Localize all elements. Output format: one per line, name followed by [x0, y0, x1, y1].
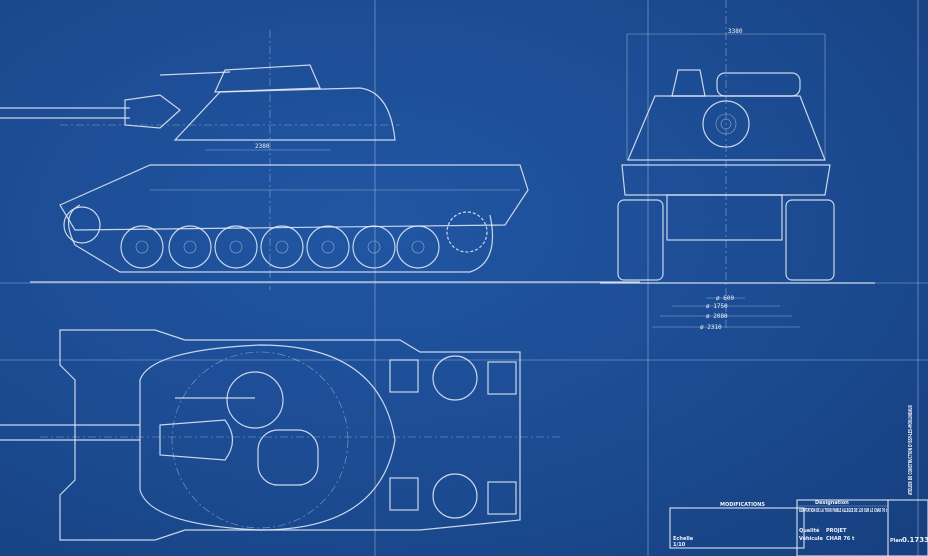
- side-stamp: ATELIER DE CONSTRUCTION D'ISSY-LES-MOULI…: [908, 405, 914, 495]
- scale-label: Echelle: [673, 536, 694, 542]
- plan-number: 0.1733: [902, 536, 928, 544]
- status-value: PROJET: [826, 528, 847, 534]
- dimension-dia-600: ø 600: [716, 295, 734, 302]
- dimension-side-turret: 2380: [255, 143, 270, 150]
- plan-label: Plan: [890, 538, 903, 544]
- scale-value: 1/10: [673, 542, 686, 548]
- modifications-header: MODIFICATIONS: [720, 502, 765, 508]
- vehicle-label: Véhicule: [799, 535, 823, 542]
- dimension-front-width: 3380: [728, 28, 743, 35]
- side-view: 2380: [0, 30, 640, 290]
- drawing-title: ADAPTATION DE LA TOUR FAIBLE ALLEGEE DE …: [799, 508, 887, 514]
- designation-header: Désignation: [815, 499, 849, 506]
- dimension-dia-1750: ø 1750: [706, 303, 728, 310]
- dimension-dia-2310: ø 2310: [700, 324, 722, 331]
- title-block: MODIFICATIONS Echelle 1/10 Désignation A…: [669, 405, 928, 556]
- front-view: 3380 ø 600 ø 1750 ø 2080 ø 2310: [600, 0, 875, 331]
- vehicle-value: CHAR 76 t: [826, 536, 855, 542]
- status-label: Qualité: [799, 527, 820, 534]
- road-wheels: [63, 206, 488, 269]
- top-view: [0, 329, 560, 541]
- dimension-dia-2080: ø 2080: [706, 313, 728, 320]
